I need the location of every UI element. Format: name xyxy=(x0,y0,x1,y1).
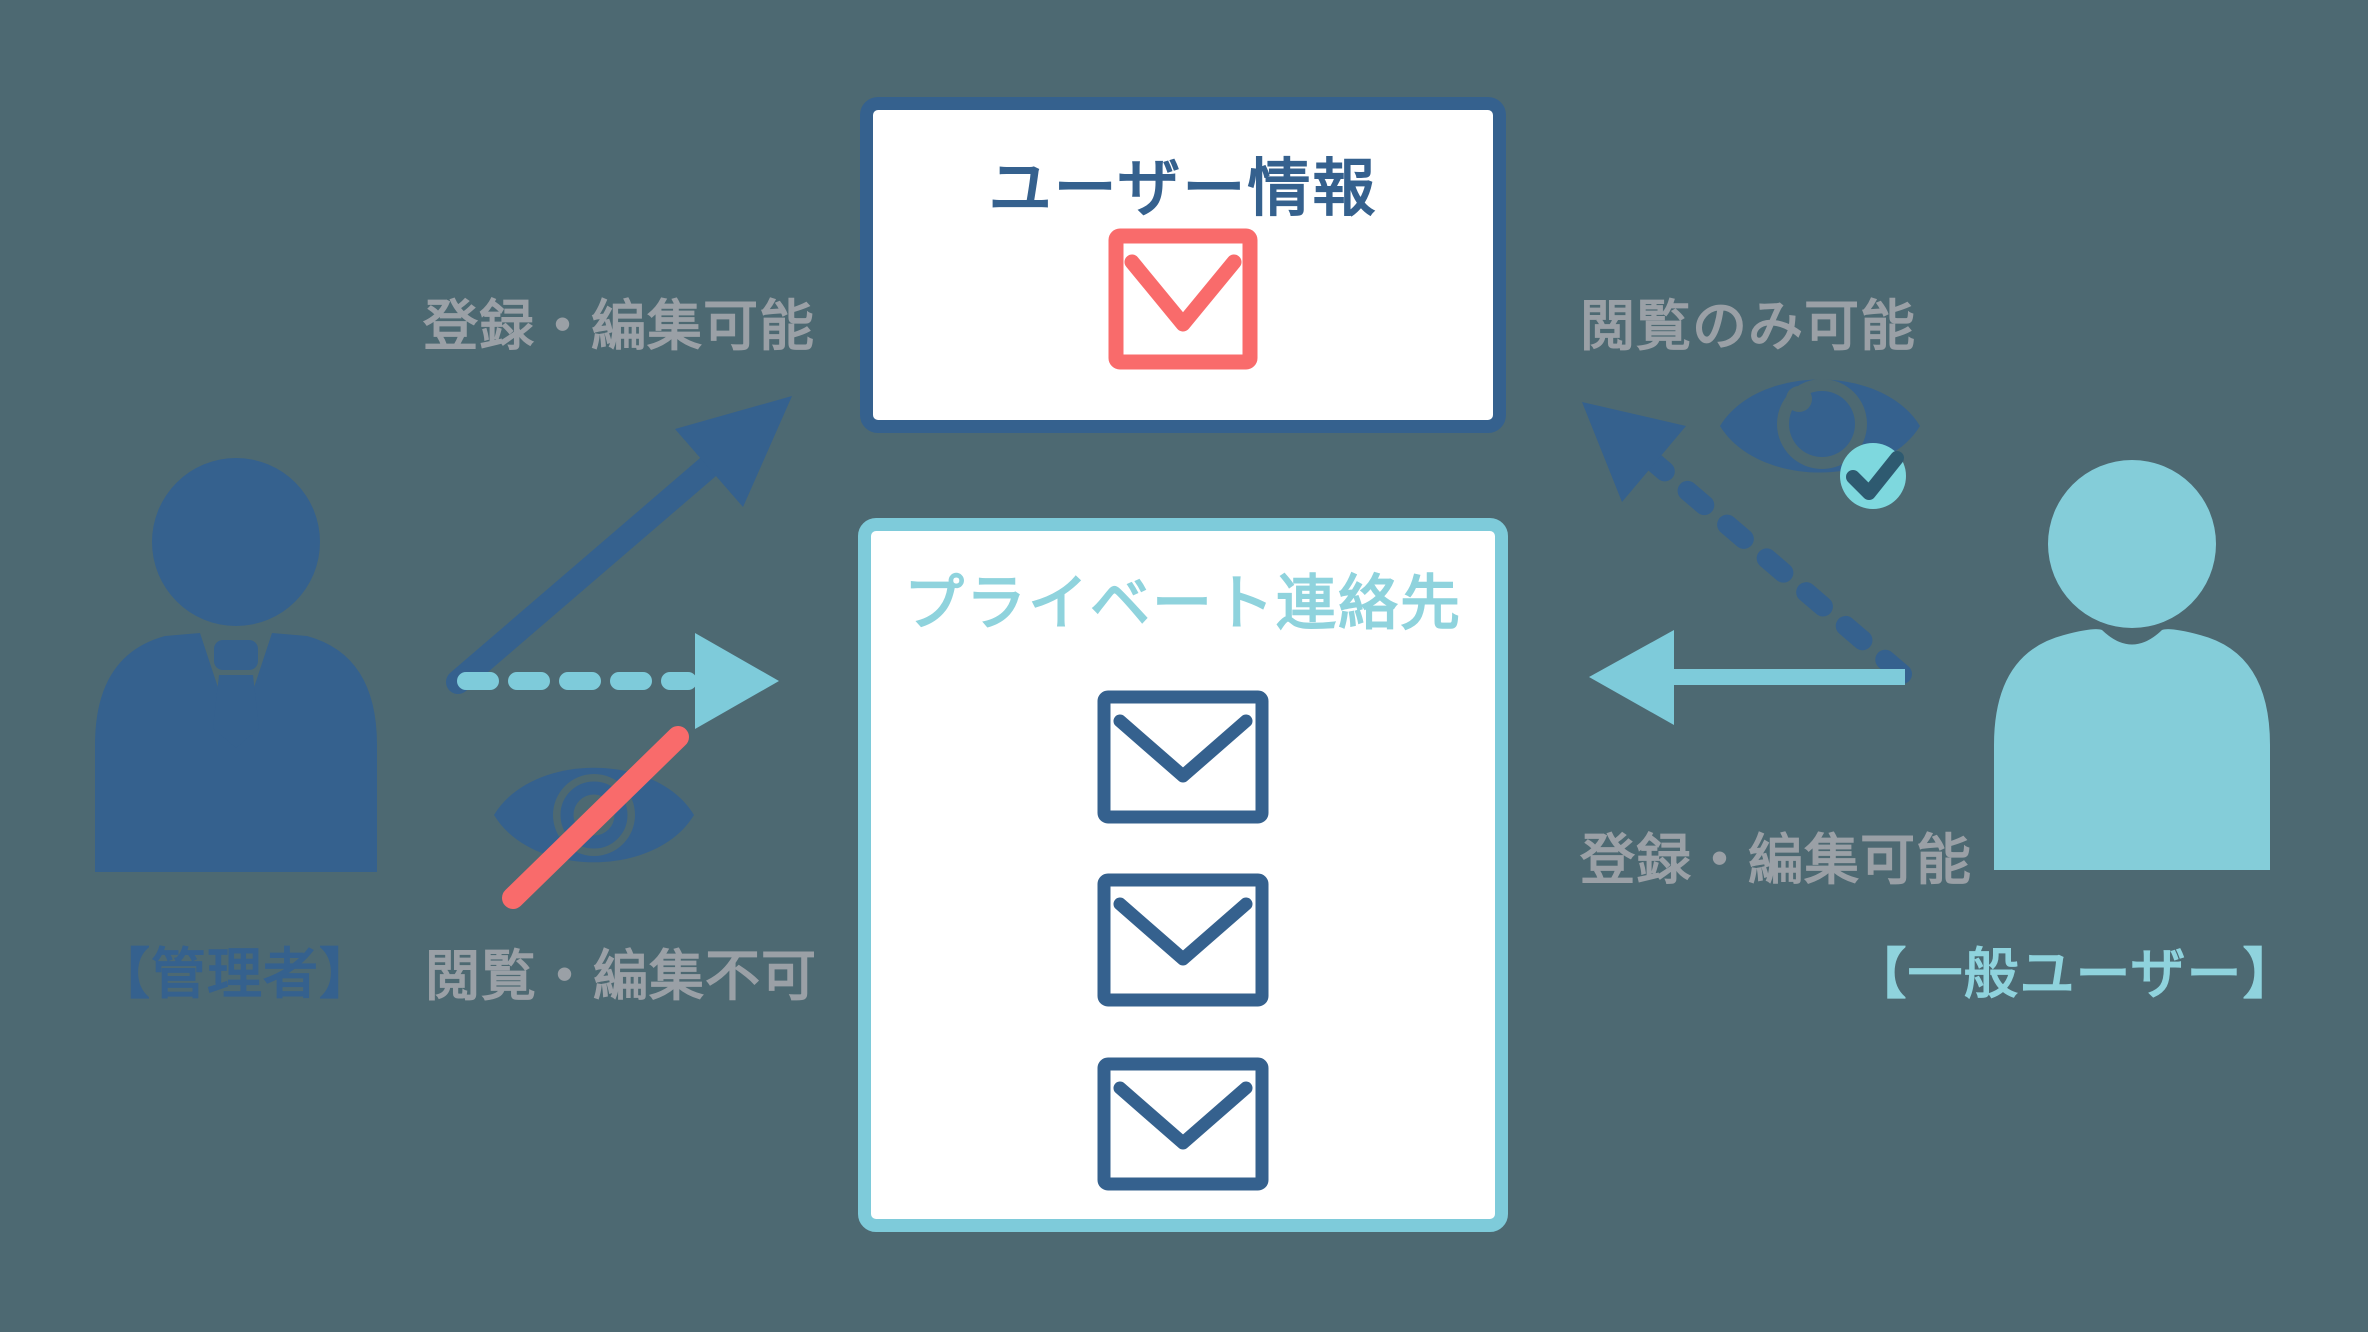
businessperson-icon xyxy=(95,458,377,872)
envelope-icon xyxy=(1097,690,1269,824)
envelope-icon xyxy=(1108,228,1258,370)
user-info-box: ユーザー情報 xyxy=(860,97,1506,433)
person-icon xyxy=(1994,460,2270,870)
general-user-label: 【一般ユーザー】 xyxy=(1851,943,2299,1005)
tie xyxy=(213,640,259,748)
private-contacts-title: プライベート連絡先 xyxy=(904,570,1462,637)
user-info-title: ユーザー情報 xyxy=(988,154,1378,224)
envelope-icon xyxy=(1097,1057,1269,1191)
arrow-admin-to-userinfo xyxy=(446,396,792,694)
arrow-user-to-private xyxy=(1589,630,1905,725)
label-admin-view-edit-denied: 閲覧・編集不可 xyxy=(425,945,818,1007)
eye-slash-icon xyxy=(494,726,694,909)
eye-check-icon xyxy=(1720,379,1920,509)
slash-line xyxy=(502,726,689,909)
check-mark xyxy=(1846,451,1904,500)
admin-label: 【管理者】 xyxy=(94,943,376,1005)
private-contacts-box: プライベート連絡先 xyxy=(858,518,1508,1232)
label-admin-register-edit: 登録・編集可能 xyxy=(423,295,816,357)
envelope-icon xyxy=(1097,873,1269,1007)
arrow-user-to-userinfo xyxy=(1582,402,1912,684)
label-user-register-edit: 登録・編集可能 xyxy=(1580,829,1973,891)
arrow-admin-to-private xyxy=(457,633,779,729)
label-user-view-only: 閲覧のみ可能 xyxy=(1580,295,1917,357)
